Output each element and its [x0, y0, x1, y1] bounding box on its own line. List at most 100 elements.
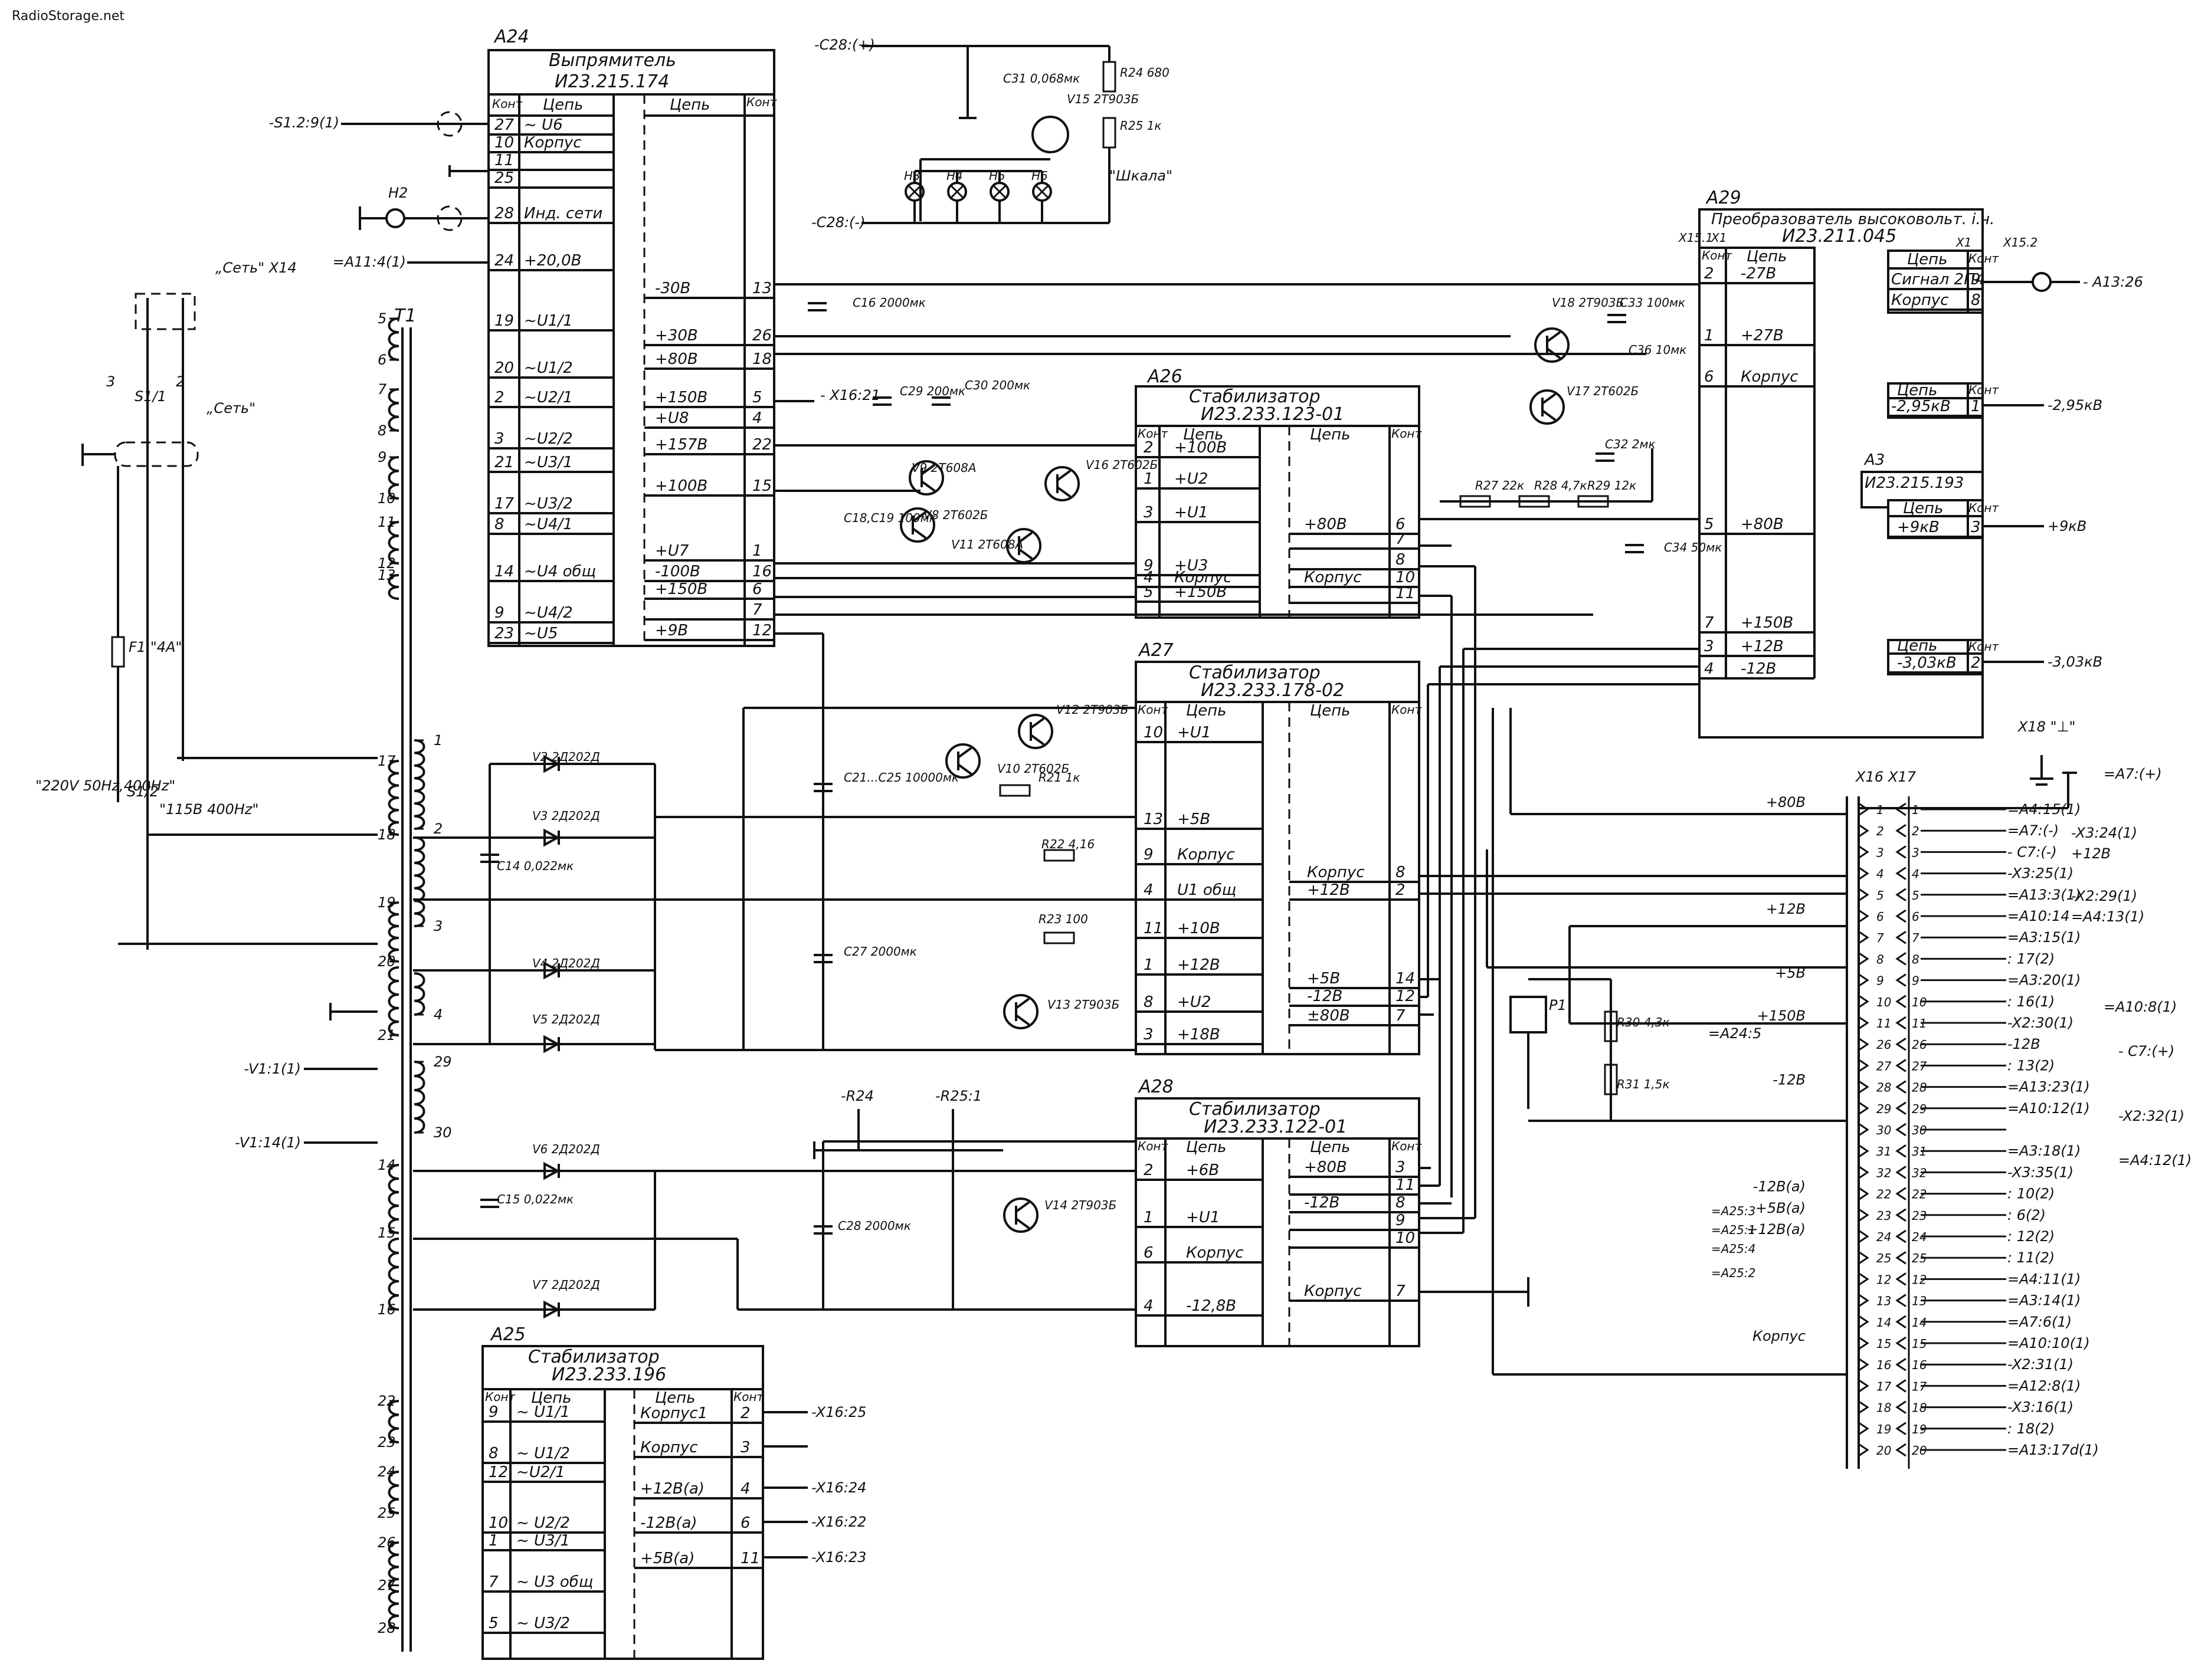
x16-pin: 18 [1876, 1401, 1891, 1415]
a25-left-pin: 9 [489, 1403, 499, 1421]
a24-left-pin: 28 [494, 205, 514, 222]
a29-hv-ext: -2,95кВ [2048, 397, 2102, 414]
component-labels: C16 2000мк C29 200мк C30 200мк V9 2Т608А… [497, 296, 1722, 1292]
a28-left-signal: +U1 [1186, 1209, 1220, 1226]
a28-left-signal: +6В [1186, 1161, 1219, 1179]
x16-pin: 29 [1876, 1102, 1891, 1116]
a27-left-signal: Корпус [1177, 846, 1235, 864]
a29-conn-x1: X1 [1711, 231, 1727, 245]
c31-label: C31 0,068мк [1003, 71, 1080, 86]
a29-signal-header-right: Цепь [1907, 251, 1948, 268]
x17-destination: -X2:30(1) [2007, 1015, 2073, 1031]
v14-label: V14 2Т903Б [1044, 1198, 1116, 1212]
h2-label: H2 [388, 185, 408, 201]
a29-conn-x15-2: X15.2 [2003, 235, 2037, 250]
x16-pin: 25 [1876, 1251, 1891, 1265]
x16-source: +12В(а) [1746, 1221, 1806, 1238]
a27-signal-header-right: Цепь [1310, 702, 1351, 720]
a28-right-pin: 9 [1395, 1212, 1406, 1229]
module-a25-stabilizer: A25 Стабилизатор И23.233.196 Конт Цепь Ц… [481, 1324, 866, 1660]
x16-source: +80В [1766, 794, 1806, 811]
a24-right-pin: 16 [752, 563, 772, 580]
s11-pin-2: 2 [176, 373, 185, 390]
a29-right-pin: 8 [1971, 291, 1981, 309]
a28-left-pin: 1 [1144, 1209, 1154, 1226]
a29-hv-signal-header: Цепь [1897, 382, 1938, 399]
a24-left-signal: ~U3/2 [524, 495, 573, 513]
c34-label: C34 50мк [1664, 540, 1722, 554]
x17-destination: =A4:11(1) [2007, 1271, 2081, 1287]
x16-pin: 24 [1876, 1230, 1891, 1244]
a29-hv-pin: 1 [1971, 398, 1981, 415]
a24-right-pin: 12 [752, 622, 772, 639]
a24-right-signal: +100В [655, 477, 707, 495]
x17-label: X17 [1887, 769, 1917, 785]
a25-pin-header-right: Конт [733, 1390, 765, 1404]
a25-right-signal: Корпус1 [640, 1405, 707, 1422]
x17-destination: =A10:14 [2007, 908, 2070, 924]
a24-right-pin: 7 [752, 601, 762, 619]
v1-14-label: -V1:14(1) [235, 1134, 301, 1151]
a25-signal-header: Цепь [531, 1389, 572, 1407]
a28-left-signal: -12,8В [1186, 1297, 1236, 1315]
a24-left-signal: ~U5 [524, 625, 558, 642]
a26-left-pin: 2 [1144, 439, 1154, 457]
a26-left-signal: Корпус [1174, 569, 1232, 586]
a25-right-ext: -X16:22 [811, 1514, 866, 1530]
a28-left-signal: Корпус [1186, 1244, 1244, 1262]
x2-32-label: -X2:32(1) [2118, 1108, 2184, 1124]
a29-ref: A29 [1705, 188, 1741, 208]
x16-pin: 13 [1876, 1294, 1891, 1308]
wiring [413, 283, 2077, 1469]
x16-pin: 5 [1876, 888, 1884, 903]
v18-label: V18 2Т903Б [1552, 296, 1624, 310]
coil-tap: 9 [378, 449, 386, 465]
a27-right-signal: -12В [1307, 987, 1342, 1005]
a25-right-signal: Корпус [640, 1439, 698, 1456]
x16-pin: 1 [1876, 803, 1884, 817]
x17-destination: : 17(2) [2007, 950, 2055, 967]
a28-left-pin: 4 [1144, 1297, 1154, 1315]
a29-left-signal: +150В [1741, 614, 1793, 632]
a29-hv-pins: 1-2,95кВ-2,95кВ [1888, 397, 2102, 417]
x17-destination: =A13:3(1) [2007, 887, 2081, 903]
r28-label: R28 4,7к [1534, 478, 1587, 493]
a24-signal-header: Цепь [543, 96, 584, 114]
a28-right-pin: 3 [1395, 1159, 1406, 1176]
a24-right-pin: 15 [752, 477, 772, 495]
x17-pin: 2 [1912, 824, 1919, 838]
a27-title: Стабилизатор [1189, 662, 1321, 683]
a27-left-pin: 1 [1144, 956, 1154, 974]
a26-right-pin: 7 [1395, 530, 1406, 548]
x17-pin: 8 [1912, 952, 1919, 966]
a3-ref: A3 [1863, 451, 1885, 469]
fuse-label: F1 "4A" [129, 639, 182, 655]
a26-left-pin: 1 [1144, 470, 1154, 488]
x17-destination: -X3:25(1) [2007, 865, 2073, 882]
a24-left-signal: ~U1/2 [524, 359, 573, 377]
a29-conn-x1-right: X1 [1955, 235, 1971, 250]
r25-ext-label: -R25:1 [935, 1088, 982, 1104]
a26-left-signal: +U1 [1174, 504, 1208, 521]
a29-left-pin: 1 [1704, 327, 1714, 344]
x17-pin: 1 [1912, 803, 1919, 817]
a25-right-pin: 2 [741, 1405, 751, 1422]
a25-left-signal: ~U2/1 [516, 1464, 565, 1481]
a24-left-pin: 23 [494, 625, 514, 642]
a3-pins-signal: +9кВ [1897, 519, 1940, 536]
a24-left-pin: 8 [494, 516, 505, 533]
x16-pin: 20 [1876, 1443, 1891, 1458]
coil-tap: 1 [434, 732, 443, 749]
a26-left-pin: 4 [1144, 569, 1154, 586]
x16-21-label: - X16:21 [820, 387, 880, 403]
x17-pin: 5 [1912, 888, 1919, 903]
a29-left-signal: +80В [1741, 516, 1784, 533]
a24-left-pin: 2 [494, 389, 505, 406]
a25-right-pin: 11 [741, 1550, 760, 1567]
a7-plus-label: =A7:(+) [2104, 766, 2162, 782]
a27-right-pin: 2 [1395, 881, 1406, 899]
